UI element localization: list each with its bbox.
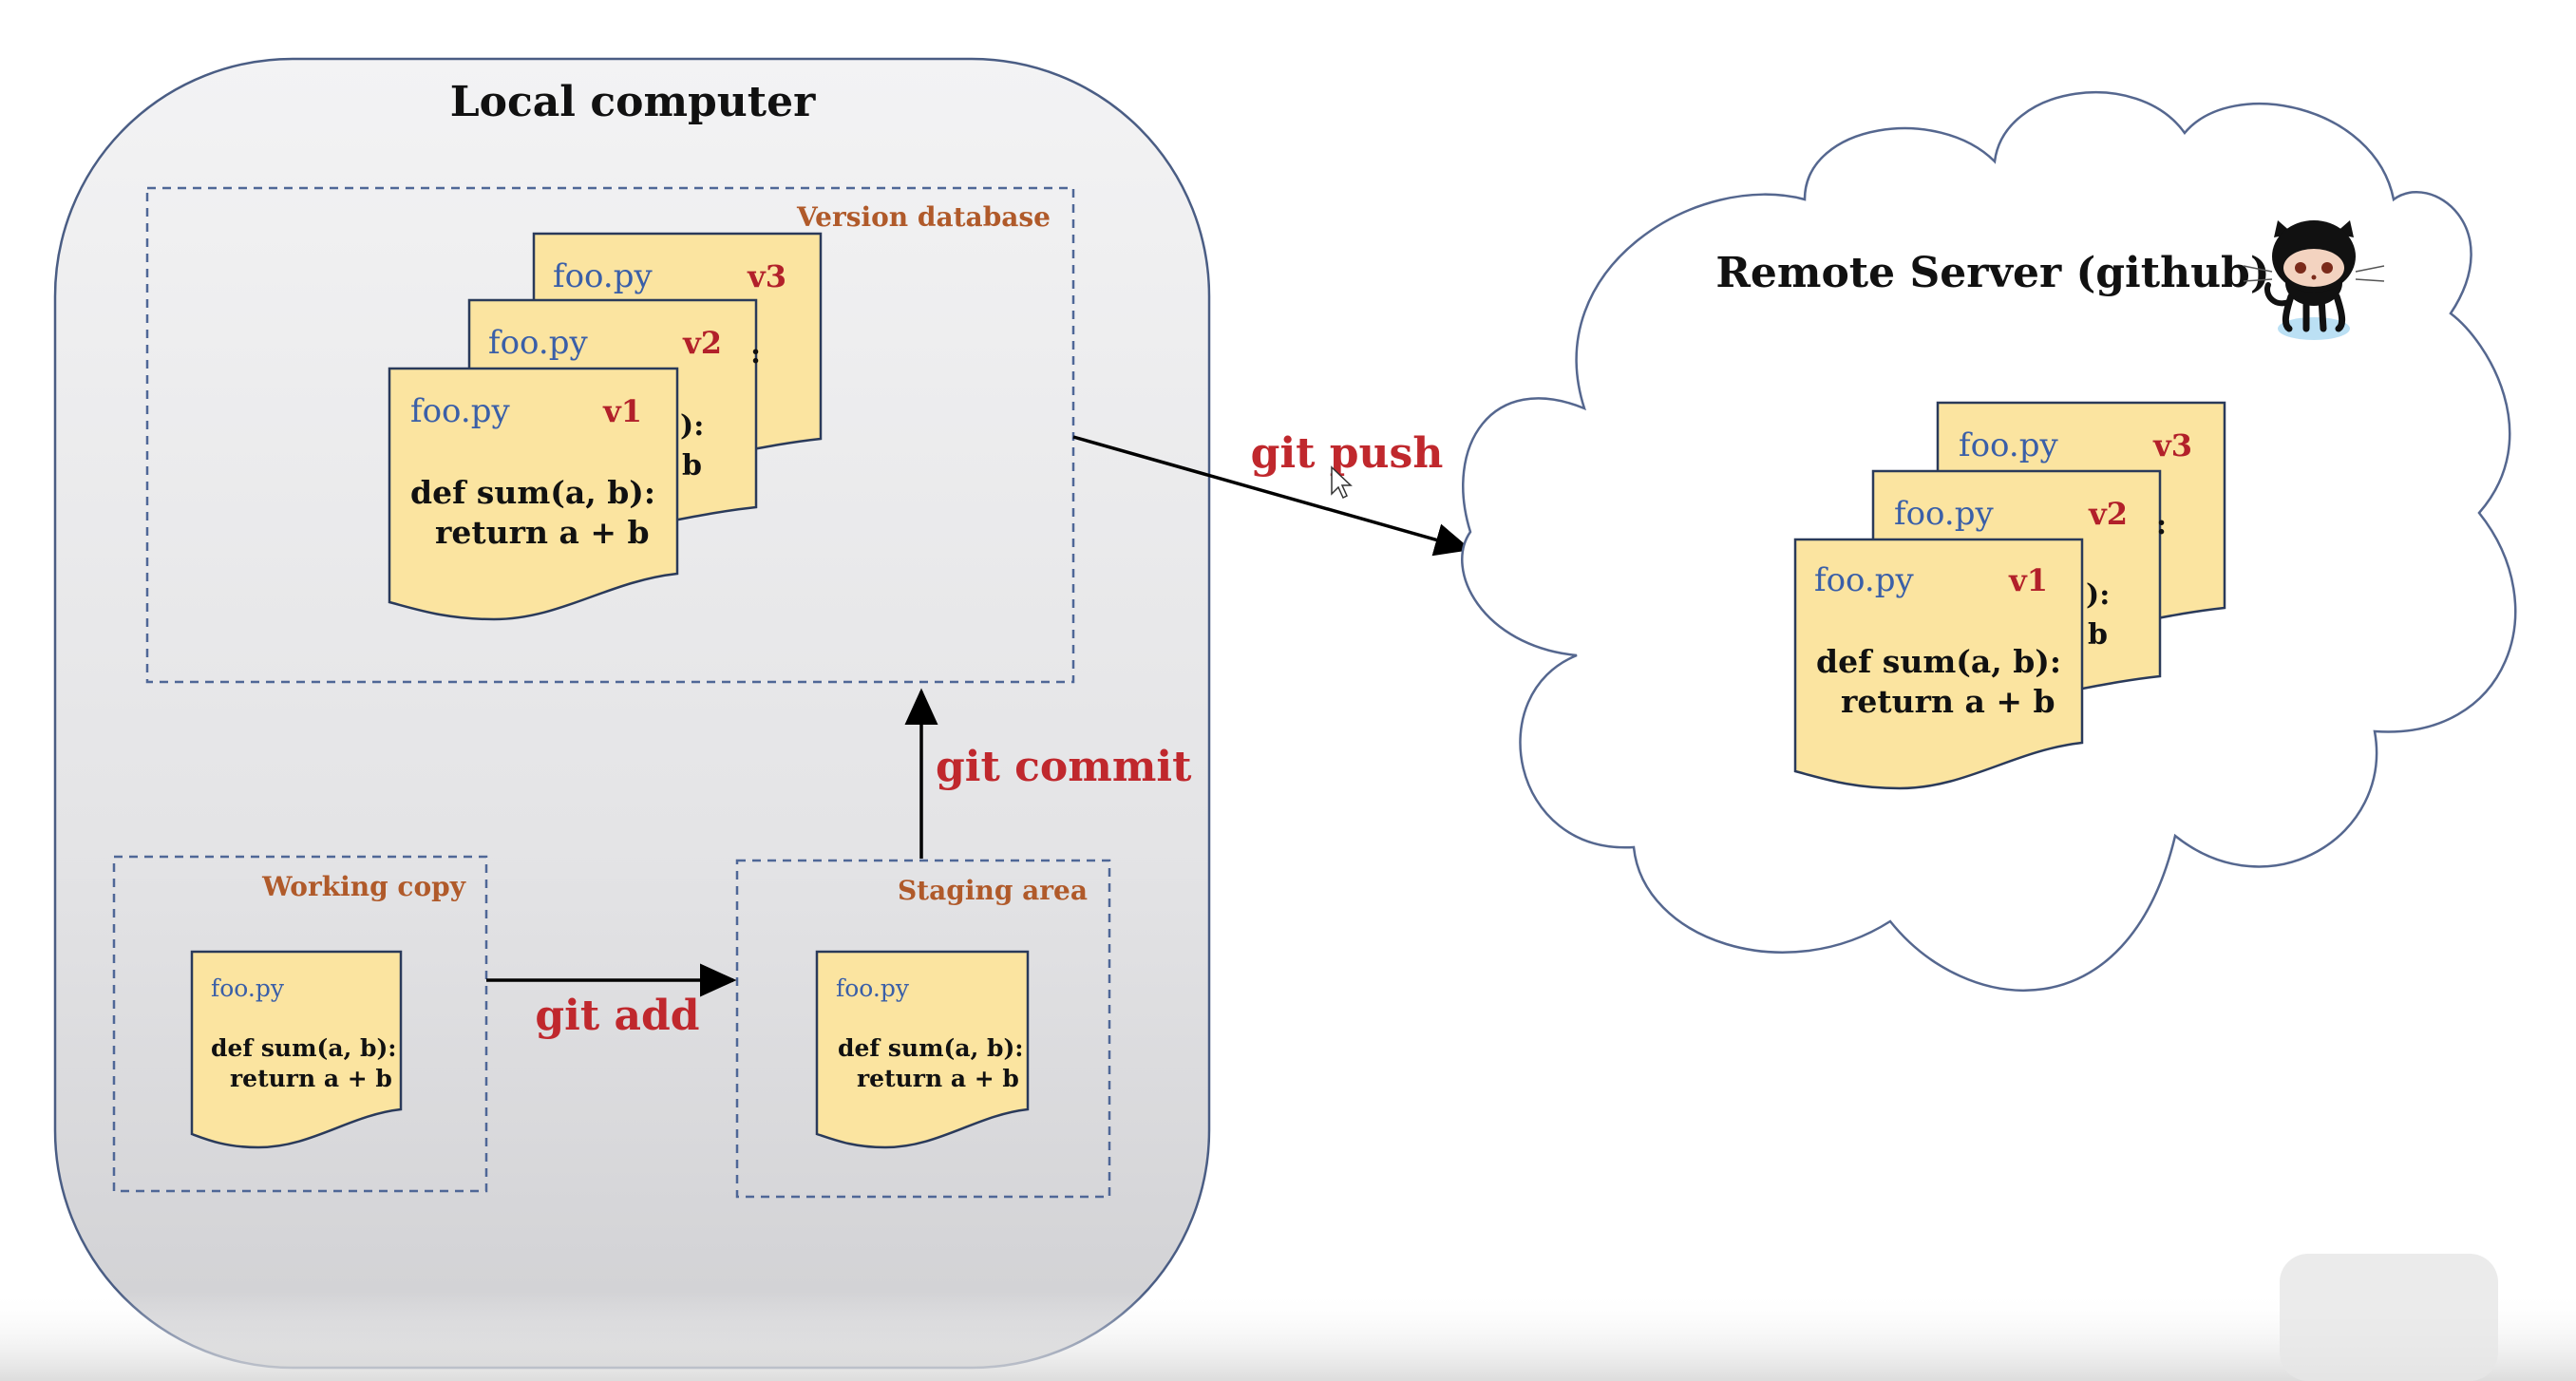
- doc-filename: foo.py: [1814, 561, 1914, 599]
- doc-partial-text: ):: [2086, 578, 2110, 612]
- doc-code-line2: return a + b: [435, 514, 650, 551]
- staging-area-box: [735, 859, 1111, 1199]
- doc-filename: foo.py: [1894, 495, 1994, 533]
- version-stack-remote: foo.py v3 foo.py v2 : foo.py v1 def sum(…: [1793, 401, 2226, 790]
- git-push-arrow: [1072, 435, 1472, 557]
- doc-v1: foo.py v1 def sum(a, b): return a + b ):…: [1793, 538, 2110, 790]
- local-computer-title: Local computer: [450, 78, 816, 126]
- git-commit-label: git commit: [936, 743, 1192, 791]
- mouse-cursor-icon: [1331, 465, 1353, 500]
- doc-code-line1: def sum(a, b):: [838, 1034, 1024, 1062]
- doc-version-v3: v3: [747, 258, 786, 294]
- doc-version-v1: v1: [602, 393, 642, 429]
- doc-v1: foo.py v1 def sum(a, b): return a + b ):…: [388, 367, 704, 621]
- doc-code-line2: return a + b: [1841, 683, 2055, 720]
- working-copy-label: Working copy: [261, 871, 466, 902]
- remote-server-title: Remote Server (github): [1715, 249, 2269, 297]
- doc-filename: foo.py: [553, 257, 653, 295]
- working-copy-box: [112, 855, 488, 1193]
- doc-filename: foo.py: [488, 324, 588, 362]
- git-push-label: git push: [1251, 429, 1444, 478]
- doc-filename: foo.py: [1959, 426, 2058, 464]
- doc-filename: foo.py: [410, 392, 510, 430]
- staging-area-label: Staging area: [898, 875, 1088, 906]
- doc-filename: foo.py: [836, 974, 910, 1002]
- doc-code-line2: return a + b: [230, 1065, 392, 1092]
- git-add-label: git add: [535, 992, 699, 1040]
- corner-blur: [2280, 1254, 2498, 1381]
- doc-code-line1: def sum(a, b):: [1816, 643, 2061, 680]
- doc-partial-text: b: [682, 449, 702, 482]
- doc-code-line1: def sum(a, b):: [211, 1034, 397, 1062]
- version-database-label: Version database: [796, 201, 1051, 233]
- version-database-box: [145, 186, 1075, 684]
- doc-version-v3: v3: [2152, 427, 2192, 463]
- doc-version-v2: v2: [2088, 496, 2128, 532]
- doc-partial-text: :: [2156, 508, 2167, 541]
- doc-partial-text: ):: [680, 409, 704, 443]
- bottom-fade: [0, 1292, 2576, 1381]
- working-copy-doc: foo.py def sum(a, b): return a + b: [190, 950, 403, 1149]
- doc-version-v1: v1: [2008, 562, 2048, 598]
- octocat-icon: [2243, 220, 2385, 340]
- version-stack-local: foo.py v3 foo.py v2 : foo.py v1 def sum(…: [388, 232, 823, 621]
- doc-code-line2: return a + b: [857, 1065, 1019, 1092]
- doc-partial-text: :: [750, 337, 761, 370]
- doc-partial-text: b: [2088, 618, 2108, 652]
- doc-code-line1: def sum(a, b):: [410, 474, 655, 511]
- doc-version-v2: v2: [682, 325, 722, 361]
- doc-filename: foo.py: [211, 974, 285, 1002]
- staging-area-doc: foo.py def sum(a, b): return a + b: [815, 950, 1030, 1149]
